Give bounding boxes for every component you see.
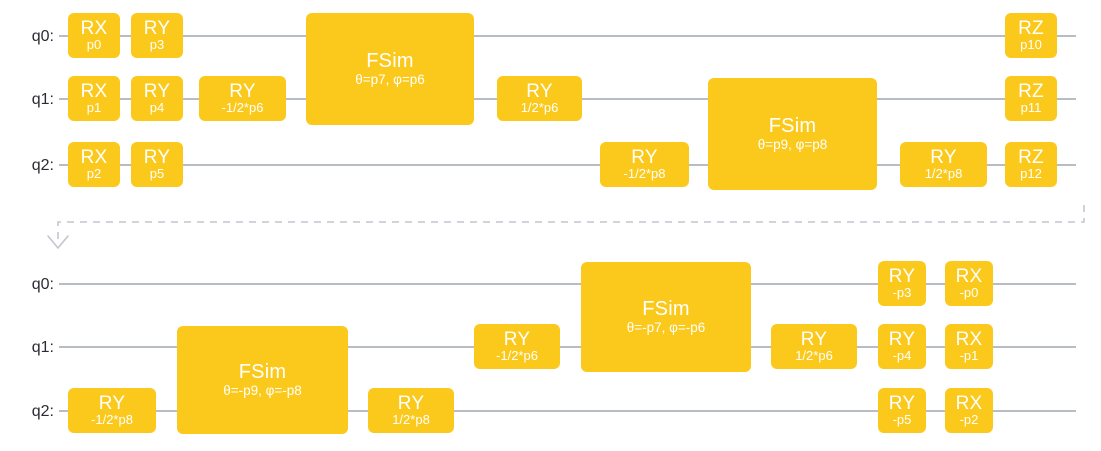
gate-param: -1/2*p6	[221, 100, 264, 116]
gate-param: θ=p9, φ=p8	[757, 136, 828, 152]
gate-name: RZ	[1018, 80, 1044, 102]
qubit-label-q0: q0:	[31, 276, 54, 293]
gate-ry-neg-half-p6[interactable]: RY -1/2*p6	[474, 324, 560, 369]
gate-name: RY	[930, 146, 957, 168]
gate-ry-p4[interactable]: RY p4	[131, 76, 183, 121]
arrow-down-icon	[47, 235, 69, 249]
gate-name: FSim	[366, 49, 414, 72]
gate-param: 1/2*p6	[520, 100, 559, 116]
gate-param: -p5	[892, 412, 912, 428]
gate-name: RY	[800, 328, 828, 350]
gate-name: RX	[80, 17, 108, 39]
gate-name: RY	[98, 392, 126, 414]
gate-param: p5	[149, 166, 165, 182]
gate-name: RX	[80, 146, 108, 168]
gate-ry-neg-half-p8[interactable]: RY -1/2*p8	[600, 142, 689, 187]
qubit-wire-q2	[59, 164, 1076, 166]
gate-name: FSim	[238, 360, 287, 383]
gate-param: -p1	[959, 348, 979, 364]
gate-name: RY	[631, 146, 658, 168]
gate-name: RY	[143, 17, 171, 39]
gate-ry-neg-half-p8[interactable]: RY -1/2*p8	[68, 388, 156, 433]
gate-param: p0	[86, 37, 102, 53]
gate-ry-p3[interactable]: RY p3	[131, 13, 183, 58]
gate-param: θ=-p7, φ=-p6	[626, 319, 706, 335]
gate-name: RX	[955, 265, 983, 287]
gate-name: RY	[888, 265, 916, 287]
gate-ry-half-p6[interactable]: RY 1/2*p6	[771, 324, 857, 369]
gate-param: p10	[1020, 37, 1042, 53]
gate-param: p3	[149, 37, 165, 53]
gate-ry-half-p6[interactable]: RY 1/2*p6	[497, 76, 582, 121]
gate-rz-p10[interactable]: RZ p10	[1005, 13, 1057, 58]
gate-ry-neg-p3[interactable]: RY -p3	[878, 261, 926, 306]
gate-ry-neg-p5[interactable]: RY -p5	[878, 388, 926, 433]
gate-param: -1/2*p8	[623, 166, 666, 182]
gate-name: FSim	[768, 114, 817, 137]
gate-param: -p2	[959, 412, 979, 428]
gate-fsim-p7-p6[interactable]: FSim θ=p7, φ=p6	[306, 13, 474, 125]
gate-param: θ=p7, φ=p6	[355, 71, 425, 87]
gate-ry-neg-half-p6[interactable]: RY -1/2*p6	[199, 76, 286, 121]
qubit-wire-q0	[59, 35, 1076, 37]
gate-name: RY	[888, 392, 916, 414]
gate-ry-neg-p4[interactable]: RY -p4	[878, 324, 926, 369]
gate-param: p12	[1020, 166, 1042, 182]
gate-fsim-p9-p8[interactable]: FSim θ=p9, φ=p8	[708, 78, 877, 190]
gate-param: p4	[149, 100, 165, 116]
gate-name: RY	[526, 80, 553, 102]
gate-param: 1/2*p8	[924, 166, 963, 182]
gate-name: FSim	[642, 297, 690, 320]
gate-param: -1/2*p8	[91, 412, 133, 428]
qubit-wire-q1	[59, 346, 1076, 348]
qubit-wire-q2	[59, 410, 1076, 412]
gate-rx-p2[interactable]: RX p2	[68, 142, 120, 187]
gate-name: RY	[503, 328, 531, 350]
gate-param: 1/2*p6	[795, 348, 833, 364]
gate-name: RX	[955, 392, 983, 414]
gate-rz-p11[interactable]: RZ p11	[1005, 76, 1057, 121]
gate-fsim-neg-p9-neg-p8[interactable]: FSim θ=-p9, φ=-p8	[177, 326, 348, 434]
gate-name: RX	[80, 80, 108, 102]
gate-name: RY	[143, 80, 171, 102]
gate-name: RY	[397, 392, 425, 414]
gate-rx-p1[interactable]: RX p1	[68, 76, 120, 121]
gate-rx-neg-p1[interactable]: RX -p1	[945, 324, 993, 369]
gate-param: p2	[86, 166, 102, 182]
qubit-label-q2: q2:	[31, 157, 54, 174]
gate-name: RY	[229, 80, 256, 102]
gate-name: RX	[955, 328, 983, 350]
gate-param: -p4	[892, 348, 912, 364]
qubit-label-q1: q1:	[31, 339, 54, 356]
gate-fsim-neg-p7-neg-p6[interactable]: FSim θ=-p7, φ=-p6	[581, 262, 751, 372]
qubit-label-q1: q1:	[31, 91, 54, 108]
gate-rx-neg-p0[interactable]: RX -p0	[945, 261, 993, 306]
qubit-label-q2: q2:	[31, 403, 54, 420]
gate-param: -p3	[892, 285, 912, 301]
qubit-wire-q0	[59, 283, 1076, 285]
gate-rz-p12[interactable]: RZ p12	[1005, 142, 1057, 187]
gate-name: RY	[888, 328, 916, 350]
qubit-label-q0: q0:	[31, 28, 54, 45]
gate-rx-p0[interactable]: RX p0	[68, 13, 120, 58]
gate-param: θ=-p9, φ=-p8	[223, 382, 302, 398]
gate-name: RY	[143, 146, 171, 168]
dashed-connector-line	[57, 205, 1085, 239]
gate-ry-half-p8[interactable]: RY 1/2*p8	[368, 388, 454, 433]
gate-param: p11	[1020, 100, 1042, 116]
gate-param: p1	[86, 100, 102, 116]
gate-ry-p5[interactable]: RY p5	[131, 142, 183, 187]
gate-ry-half-p8[interactable]: RY 1/2*p8	[900, 142, 987, 187]
gate-name: RZ	[1018, 146, 1044, 168]
gate-rx-neg-p2[interactable]: RX -p2	[945, 388, 993, 433]
gate-name: RZ	[1018, 17, 1044, 39]
gate-param: 1/2*p8	[392, 412, 430, 428]
gate-param: -p0	[959, 285, 979, 301]
gate-param: -1/2*p6	[496, 348, 538, 364]
